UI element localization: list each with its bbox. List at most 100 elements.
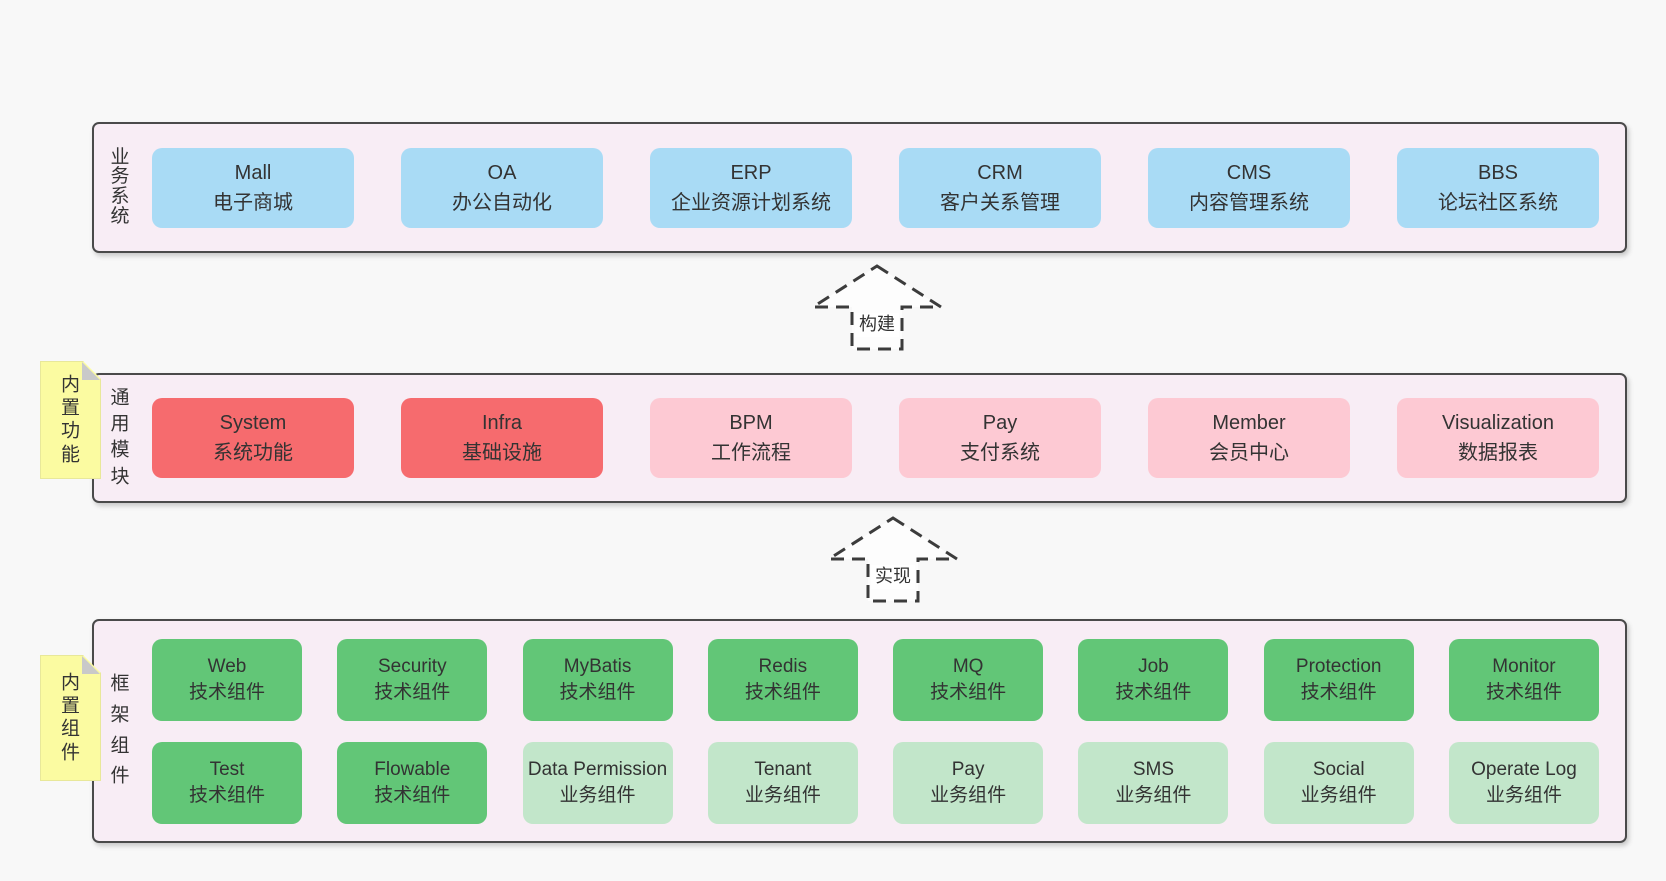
up-arrow-icon (823, 516, 963, 603)
box-title: Pay (982, 412, 1018, 434)
layer-label-business-systems: 业务系统 (110, 146, 130, 228)
arrow-build-label: 构建 (855, 313, 899, 337)
box-title: CRM (977, 161, 1023, 184)
box-title: Data Permission (527, 759, 668, 781)
box-subtitle: 技术组件 (188, 681, 265, 703)
box-subtitle: 支付系统 (960, 442, 1040, 464)
box-subtitle: 技术组件 (559, 681, 636, 703)
box-crm: CRM 客户关系管理 (899, 147, 1101, 228)
framework-components-row-2: Test 技术组件 Flowable 技术组件 Data Permission … (152, 741, 1599, 824)
box-subtitle: 技术组件 (1485, 681, 1562, 703)
box-title: Visualization (1442, 412, 1554, 434)
sticky-note-text: 内置功能 (60, 374, 80, 466)
box-job: Job 技术组件 (1078, 638, 1229, 721)
box-title: Social (1312, 759, 1365, 781)
box-pay-business: Pay 业务组件 (893, 741, 1044, 824)
sticky-note-builtin-components: 内置组件 (40, 655, 101, 781)
box-title: Operate Log (1471, 759, 1577, 781)
box-sms: SMS 业务组件 (1078, 741, 1229, 824)
sticky-note-builtin-features: 内置功能 (40, 361, 101, 479)
box-subtitle: 技术组件 (1300, 681, 1377, 703)
box-subtitle: 企业资源计划系统 (671, 191, 831, 214)
box-subtitle: 系统功能 (213, 442, 293, 464)
box-subtitle: 基础设施 (462, 442, 542, 464)
layer-label-common-modules: 通用模块 (110, 387, 130, 488)
box-system: System 系统功能 (152, 398, 354, 478)
box-tenant: Tenant 业务组件 (707, 741, 858, 824)
box-bpm: BPM 工作流程 (650, 398, 852, 478)
box-subtitle: 论坛社区系统 (1438, 191, 1558, 214)
box-title: BPM (729, 412, 773, 434)
layer-label-framework-components: 框架组件 (110, 673, 130, 787)
box-title: ERP (730, 161, 772, 184)
box-subtitle: 工作流程 (711, 442, 791, 464)
box-test: Test 技术组件 (152, 741, 302, 824)
box-subtitle: 会员中心 (1209, 442, 1289, 464)
box-security: Security 技术组件 (337, 638, 488, 721)
box-subtitle: 技术组件 (744, 681, 821, 703)
box-subtitle: 业务组件 (1115, 784, 1192, 806)
box-title: Mall (234, 161, 272, 184)
box-subtitle: 技术组件 (374, 784, 451, 806)
up-arrow-icon (807, 264, 947, 351)
box-title: OA (487, 161, 517, 184)
layer-framework-components: 框架组件 Web 技术组件 Security 技术组件 MyBatis 技术组件… (92, 619, 1627, 843)
box-bbs: BBS 论坛社区系统 (1397, 147, 1599, 228)
box-subtitle: 业务组件 (930, 784, 1007, 806)
box-title: Redis (758, 656, 808, 678)
box-subtitle: 业务组件 (1300, 784, 1377, 806)
common-modules-row: System 系统功能 Infra 基础设施 BPM 工作流程 Pay 支付系统… (152, 375, 1599, 501)
box-subtitle: 技术组件 (188, 784, 265, 806)
box-subtitle: 技术组件 (1115, 681, 1192, 703)
box-title: Flowable (374, 759, 451, 781)
box-title: Tenant (754, 759, 812, 781)
box-infra: Infra 基础设施 (401, 398, 603, 478)
box-subtitle: 电子商城 (213, 191, 293, 214)
box-subtitle: 技术组件 (930, 681, 1007, 703)
box-mybatis: MyBatis 技术组件 (522, 638, 673, 721)
box-mq: MQ 技术组件 (893, 638, 1044, 721)
box-cms: CMS 内容管理系统 (1148, 147, 1350, 228)
box-title: Member (1212, 412, 1286, 434)
box-title: CMS (1226, 161, 1272, 184)
arrow-build: 构建 (807, 261, 947, 353)
box-title: Test (209, 759, 245, 781)
layer-business-systems: 业务系统 Mall 电子商城 OA 办公自动化 ERP 企业资源计划系统 CRM… (92, 122, 1627, 253)
box-member: Member 会员中心 (1148, 398, 1350, 478)
box-title: Security (377, 656, 447, 678)
box-subtitle: 数据报表 (1458, 442, 1538, 464)
box-visualization: Visualization 数据报表 (1397, 398, 1599, 478)
box-erp: ERP 企业资源计划系统 (650, 147, 852, 228)
box-oa: OA 办公自动化 (401, 147, 603, 228)
box-pay: Pay 支付系统 (899, 398, 1101, 478)
box-title: System (219, 412, 287, 434)
box-subtitle: 业务组件 (559, 784, 636, 806)
box-web: Web 技术组件 (152, 638, 302, 721)
box-subtitle: 内容管理系统 (1189, 191, 1309, 214)
box-title: Monitor (1492, 656, 1556, 678)
box-monitor: Monitor 技术组件 (1448, 638, 1599, 721)
folded-corner-icon (82, 362, 100, 380)
box-subtitle: 办公自动化 (452, 191, 552, 214)
layer-common-modules: 通用模块 System 系统功能 Infra 基础设施 BPM 工作流程 Pay… (92, 373, 1627, 503)
box-subtitle: 客户关系管理 (940, 191, 1060, 214)
box-title: Infra (481, 412, 523, 434)
box-subtitle: 业务组件 (1485, 784, 1562, 806)
box-title: SMS (1132, 759, 1174, 781)
box-social: Social 业务组件 (1263, 741, 1414, 824)
box-title: Protection (1295, 656, 1382, 678)
box-title: Job (1138, 656, 1169, 678)
box-subtitle: 技术组件 (374, 681, 451, 703)
box-flowable: Flowable 技术组件 (337, 741, 488, 824)
box-redis: Redis 技术组件 (707, 638, 858, 721)
box-title: MyBatis (563, 656, 632, 678)
box-data-permission: Data Permission 业务组件 (522, 741, 673, 824)
box-mall: Mall 电子商城 (152, 147, 354, 228)
box-title: Pay (951, 759, 985, 781)
box-title: Web (207, 656, 247, 678)
business-systems-row: Mall 电子商城 OA 办公自动化 ERP 企业资源计划系统 CRM 客户关系… (152, 124, 1599, 251)
arrow-implement-label: 实现 (871, 565, 915, 589)
framework-components-row-1: Web 技术组件 Security 技术组件 MyBatis 技术组件 Redi… (152, 638, 1599, 721)
box-protection: Protection 技术组件 (1263, 638, 1414, 721)
